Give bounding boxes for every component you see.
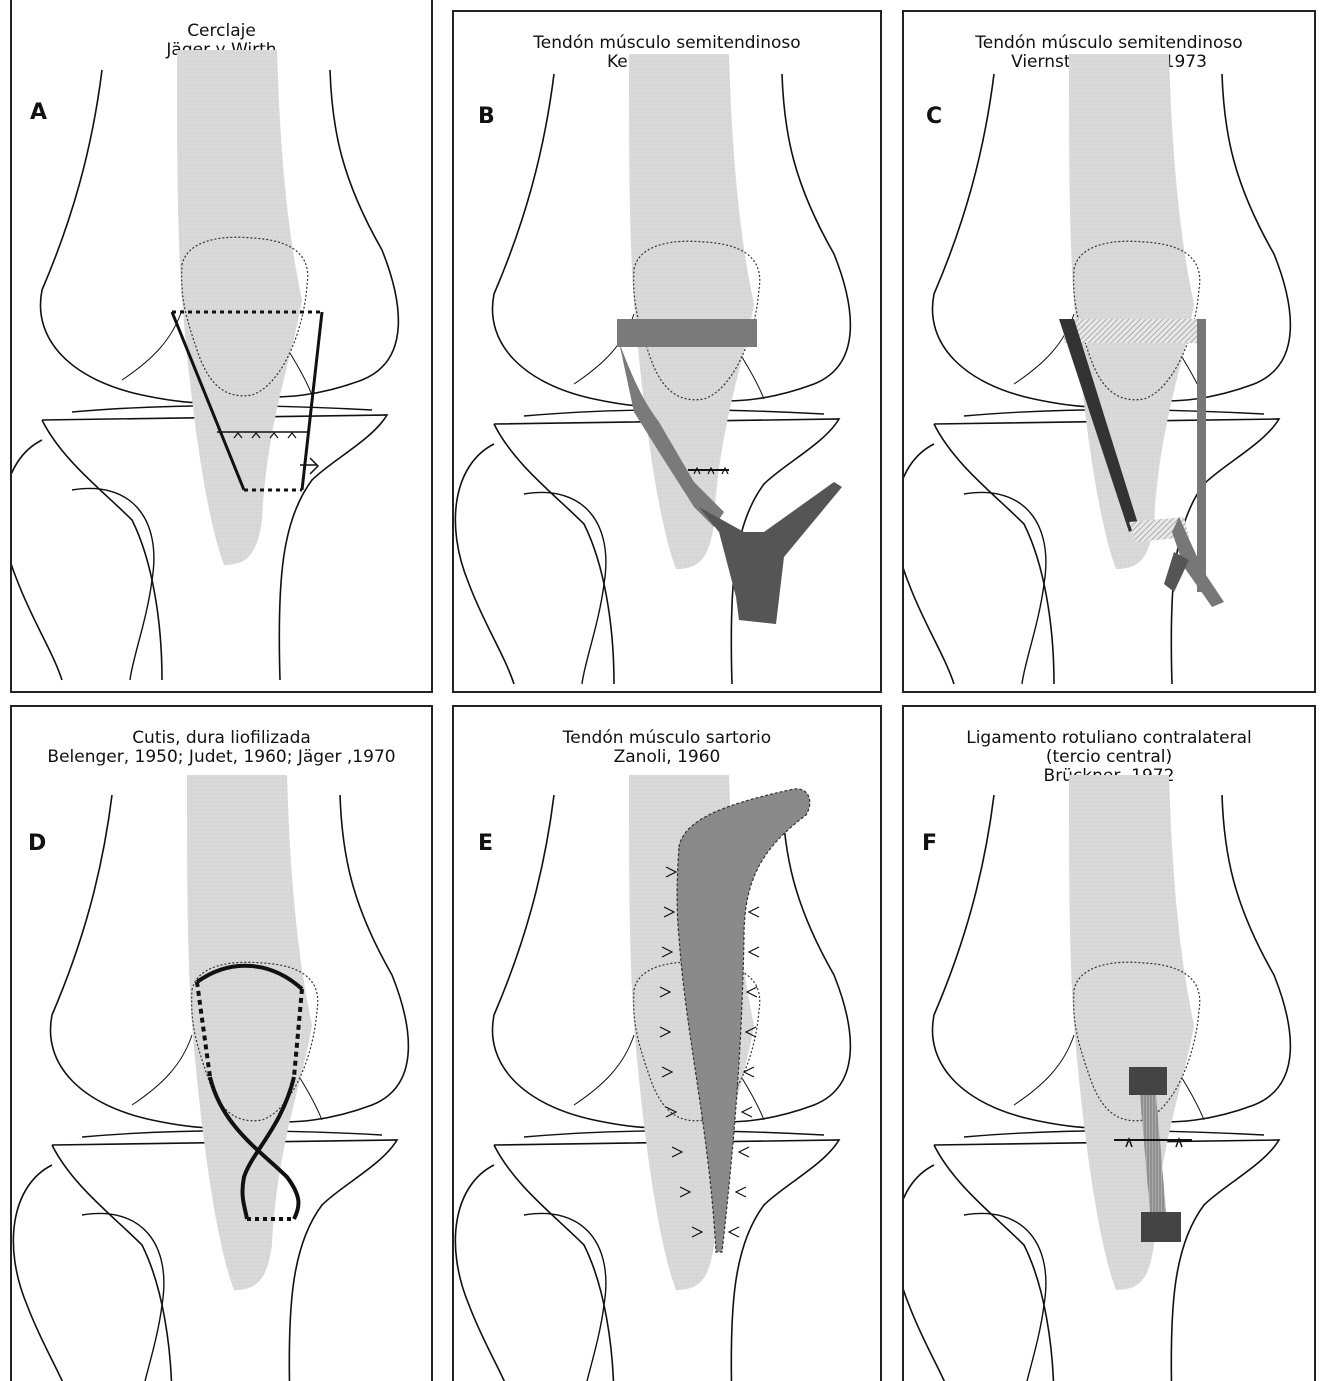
- knee-diagram-d: [12, 707, 433, 1381]
- knee-diagram-a: [12, 0, 433, 693]
- panel-b: Tendón músculo semitendinoso Kelikian, 1…: [452, 10, 882, 693]
- panel-d: Cutis, dura liofilizada Belenger, 1950; …: [10, 705, 433, 1381]
- knee-diagram-c: [904, 12, 1316, 693]
- panel-f: Ligamento rotuliano contralateral (terci…: [902, 705, 1316, 1381]
- knee-diagram-e: [454, 707, 882, 1381]
- knee-diagram-f: [904, 707, 1316, 1381]
- panel-a: Cerclaje Jäger y Wirth A: [10, 0, 433, 693]
- panel-e: Tendón músculo sartorio Zanoli, 1960 E: [452, 705, 882, 1381]
- panel-c: Tendón músculo semitendinoso Viernstein …: [902, 10, 1316, 693]
- knee-diagram-b: [454, 12, 882, 693]
